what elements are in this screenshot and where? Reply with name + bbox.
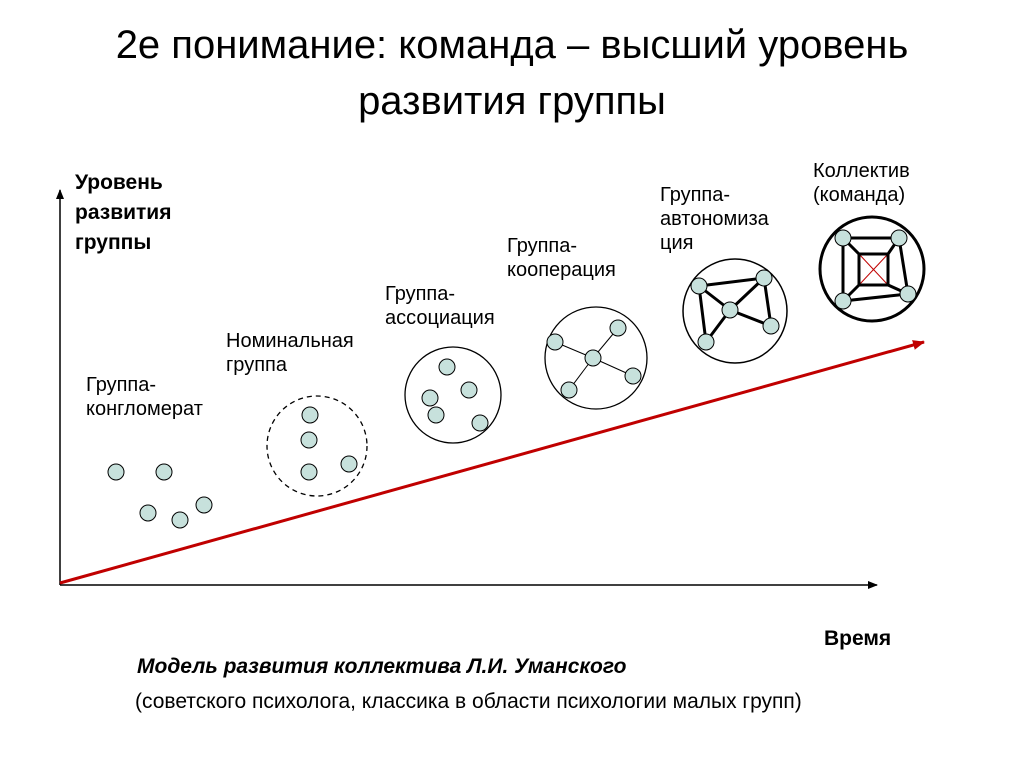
y-axis-label: Уровень развития группы (75, 168, 171, 258)
stage-label-association-line2: ассоциация (385, 307, 495, 329)
member-node (560, 381, 578, 399)
slide-title-line1: 2е понимание: команда – высший уровень (115, 23, 909, 67)
stage-collective (818, 215, 926, 323)
stage-label-association: Группа- ассоциация (385, 282, 495, 330)
member-node (762, 317, 780, 335)
stage-label-cooperation-line1: Группа- (507, 235, 578, 257)
member-node (755, 269, 773, 287)
trend-arrow (59, 340, 925, 585)
caption: Модель развития коллектива Л.И. Уманског… (137, 655, 627, 678)
member-node (546, 333, 564, 351)
stage-label-collective-line2: (команда) (813, 184, 906, 206)
member-node (624, 367, 642, 385)
member-node (171, 511, 189, 529)
member-node (155, 463, 173, 481)
stage-label-conglomerate: Группа- конгломерат (86, 373, 203, 421)
member-node (421, 389, 439, 407)
y-axis-label-line1: Уровень (75, 171, 163, 194)
y-axis-label-line3: группы (75, 231, 152, 254)
inner-cross-lines (858, 253, 889, 286)
member-node (584, 349, 602, 367)
stage-label-cooperation: Группа- кооперация (507, 234, 616, 282)
group-boundary (544, 306, 648, 410)
member-node (609, 319, 627, 337)
stage-label-autonomization-line1: Группа- (660, 184, 731, 206)
member-node (697, 333, 715, 351)
stage-autonomization (682, 258, 788, 364)
member-node (340, 455, 358, 473)
stage-label-autonomization-line2: автономиза (660, 208, 769, 230)
stage-label-conglomerate-line2: конгломерат (86, 398, 203, 420)
link-lines (841, 236, 910, 303)
y-axis-label-line2: развития (75, 201, 172, 224)
member-node (471, 414, 489, 432)
group-boundary (682, 258, 788, 364)
group-boundary-dashed (266, 395, 368, 497)
member-node (300, 431, 318, 449)
stage-label-autonomization-line3: ция (660, 232, 694, 254)
member-node (460, 381, 478, 399)
stage-label-autonomization: Группа- автономиза ция (660, 183, 769, 255)
stage-label-collective-line1: Коллектив (813, 160, 910, 182)
stage-label-nominal-line1: Номинальная (226, 330, 354, 352)
stage-label-collective: Коллектив (команда) (813, 159, 910, 207)
member-node (834, 292, 852, 310)
member-node (301, 406, 319, 424)
group-boundary (404, 346, 502, 444)
stage-label-association-line1: Группа- (385, 283, 456, 305)
stage-conglomerate (107, 463, 213, 529)
group-boundary-bold (818, 215, 926, 323)
member-node (721, 301, 739, 319)
member-node (195, 496, 213, 514)
member-node (107, 463, 125, 481)
member-node (899, 285, 917, 303)
member-node (438, 358, 456, 376)
member-node (890, 229, 908, 247)
member-node (139, 504, 157, 522)
stage-cooperation (544, 306, 648, 410)
stage-label-conglomerate-line1: Группа- (86, 374, 157, 396)
stage-association (404, 346, 502, 444)
stage-label-cooperation-line2: кооперация (507, 259, 616, 281)
member-node (690, 277, 708, 295)
caption-note: (советского психолога, классика в област… (135, 690, 802, 713)
member-node (300, 463, 318, 481)
slide-title-line2: развития группы (358, 79, 666, 123)
stage-label-nominal-line2: группа (226, 354, 287, 376)
member-node (427, 406, 445, 424)
stage-nominal (266, 395, 368, 497)
stage-label-nominal: Номинальная группа (226, 329, 354, 377)
x-axis-label: Время (824, 627, 892, 650)
member-node (834, 229, 852, 247)
